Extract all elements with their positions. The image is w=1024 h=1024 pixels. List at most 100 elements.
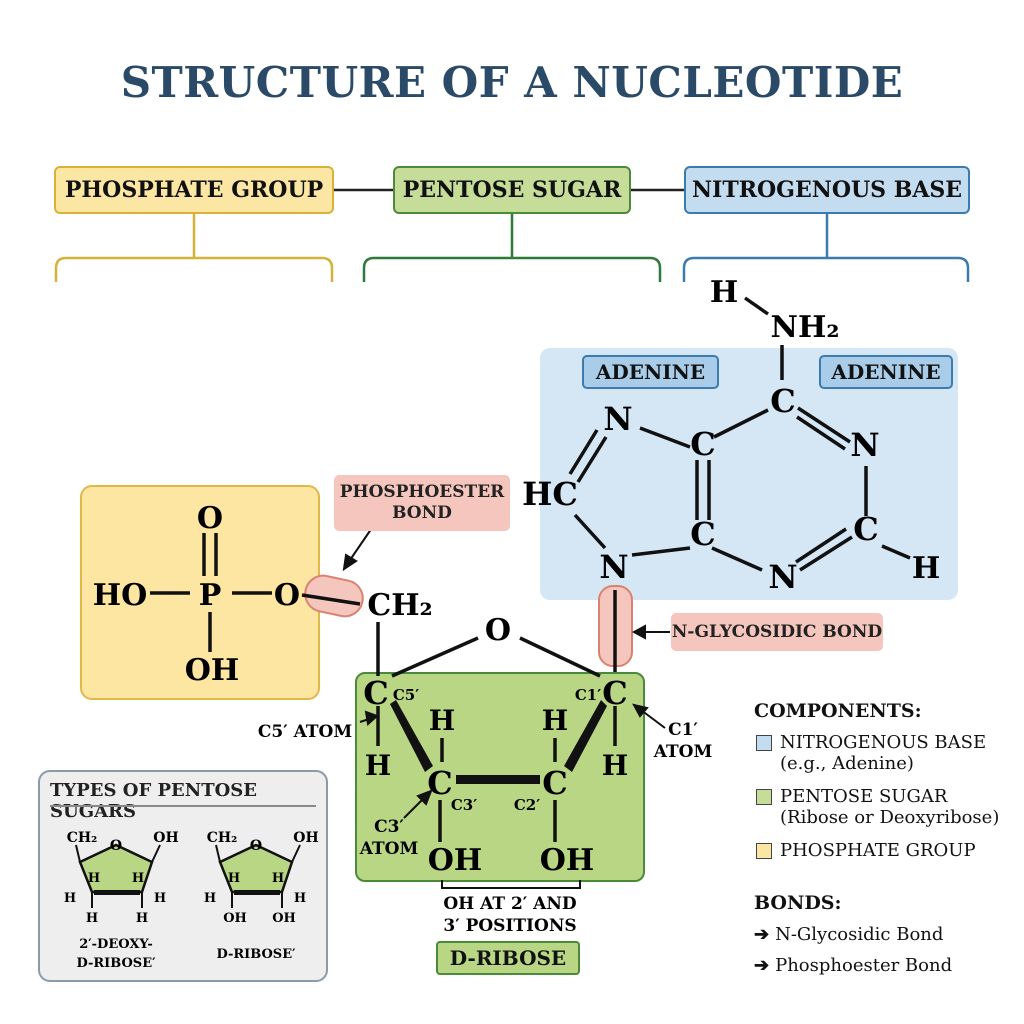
c1-atom-label-line2: ATOM [653,742,713,762]
legend-swatch-phosphate [756,843,772,859]
annotation-arrows [342,521,670,819]
arrow-right-icon: ➔ [754,924,770,945]
ribose-h3: H [204,891,216,906]
phosphoester-tag-line2: BOND [392,503,452,523]
arrow-right-icon: ➔ [754,955,770,976]
amino-h: H [710,275,738,310]
sugar-c1: C [602,674,627,712]
deoxy-ch2: CH₂ [67,830,98,846]
pentose-types-divider [50,805,316,807]
deoxy-h4: H [154,891,166,906]
adenine-h2: H [912,551,940,586]
header-nitrogenous-base: NITROGENOUS BASE [684,166,970,214]
sugar-bold-bond [456,775,540,784]
ribose-mini: CH₂ OH O H H H H OH OH D-RIBOSE′ [204,830,319,962]
phosphate-o-top: O [197,501,223,536]
sugar-wedge-left [390,700,433,772]
c3-atom-label-line1: C3′ [374,817,404,837]
c1-atom-label-line1: C1′ [668,720,698,740]
phosphoester-tag-line1: PHOSPHOESTER [339,482,505,502]
nitrogenous-base-region [540,348,958,600]
deoxy-h1: H [88,871,100,886]
sugar-ring-bonds [376,590,617,842]
adenine-tag-right: ADENINE [819,355,953,389]
adenine-n9: N [599,548,628,586]
legend-item-phosphate-label: PHOSPHATE GROUP [780,840,976,861]
ribose-label: D-RIBOSE′ [216,947,296,962]
amino-nh2: NH₂ [771,310,840,345]
adenine-n7: N [603,400,632,438]
phosphate-oh: OH [185,653,239,688]
deoxyribose-mini: CH₂ OH O H H H H H H 2′-DEOXY- D-RIBOSE′ [64,830,179,971]
legend-swatch-base [756,735,772,751]
ch2-group: CH₂ [367,588,432,623]
phosphate-o-ester: O [274,578,300,613]
ring-oxygen: O [485,613,511,648]
sugar-c1-label: C1′ [575,686,601,704]
sugar-h-c1: H [602,749,628,782]
sugar-c5-label: C5′ [393,686,419,704]
oh-positions-line2: 3′ POSITIONS [443,916,576,936]
ribose-oh2: OH [272,911,296,926]
legend-bond-phosphoester-label: Phosphoester Bond [775,955,953,976]
ribose-oh1: OH [223,911,247,926]
sugar-c3: C [427,764,452,802]
sugar-c2: C [542,764,567,802]
sugar-c5: C [363,674,388,712]
header-brackets [54,214,970,282]
legend-item-sugar: PENTOSE SUGAR(Ribose or Deoxyribose) [756,786,999,828]
adenine-c6: C [770,382,795,420]
legend-components-title: COMPONENTS: [754,700,922,722]
deoxy-o: O [110,838,122,854]
header-phosphate-group: PHOSPHATE GROUP [54,166,334,214]
c5-atom-label: C5′ ATOM [258,722,352,742]
sugar-c2-label: C2′ [514,796,540,814]
legend-item-base-label: NITROGENOUS BASE [780,732,987,753]
legend-item-base-sub: (e.g., Adenine) [780,753,914,774]
c3-atom-label-line2: ATOM [359,839,419,859]
legend-bond-phosphoester: ➔ Phosphoester Bond [754,955,952,976]
sugar-h-c2: H [542,704,568,737]
adenine-c2: C [853,510,878,548]
adenine-n1: N [850,426,879,464]
oh-positions-line1: OH AT 2′ AND [443,894,577,914]
phosphoester-bond-highlight [304,574,364,618]
sugar-h-c3: H [429,704,455,737]
ribose-oh-top: OH [293,830,318,846]
deoxy-oh-top: OH [153,830,178,846]
ribose-h2: H [272,871,284,886]
deoxy-h2: H [132,871,144,886]
page-title: STRUCTURE OF A NUCLEOTIDE [120,58,904,107]
ribose-h4: H [294,891,306,906]
sugar-h-c5: H [365,749,391,782]
phosphate-group-region [80,485,320,700]
ribose-o: O [250,838,262,854]
adenine-n3: N [768,558,797,596]
deoxy-label-line1: 2′-DEOXY- [79,937,153,952]
sugar-oh-2: OH [540,843,594,878]
deoxy-h3: H [64,891,76,906]
deoxy-label-line2: D-RIBOSE′ [76,956,156,971]
sugar-oh-3: OH [428,843,482,878]
sugar-wedge-right [564,700,607,772]
legend-item-phosphate: PHOSPHATE GROUP [756,840,976,861]
glycosidic-bond-tag: N-GLYCOSIDIC BOND [671,613,883,651]
phosphate-ho: HO [93,578,147,613]
legend-swatch-sugar [756,789,772,805]
phosphate-p: P [199,578,222,613]
header-pentose-sugar: PENTOSE SUGAR [393,166,631,214]
ribose-h1: H [228,871,240,886]
ring-oxygen-bg [482,612,514,644]
ribose-ch2: CH₂ [207,830,238,846]
legend-item-base: NITROGENOUS BASE(e.g., Adenine) [756,732,986,774]
deoxy-h6: H [136,911,148,926]
adenine-c5: C [690,425,715,463]
adenine-bonds [568,296,911,572]
legend-bond-glycosidic: ➔ N-Glycosidic Bond [754,924,943,945]
d-ribose-tag: D-RIBOSE [436,941,580,975]
pentose-types-drawing: CH₂ OH O H H H H H H 2′-DEOXY- D-RIBOSE′… [64,830,319,971]
legend-bonds-title: BONDS: [754,892,842,914]
adenine-c4: C [690,515,715,553]
